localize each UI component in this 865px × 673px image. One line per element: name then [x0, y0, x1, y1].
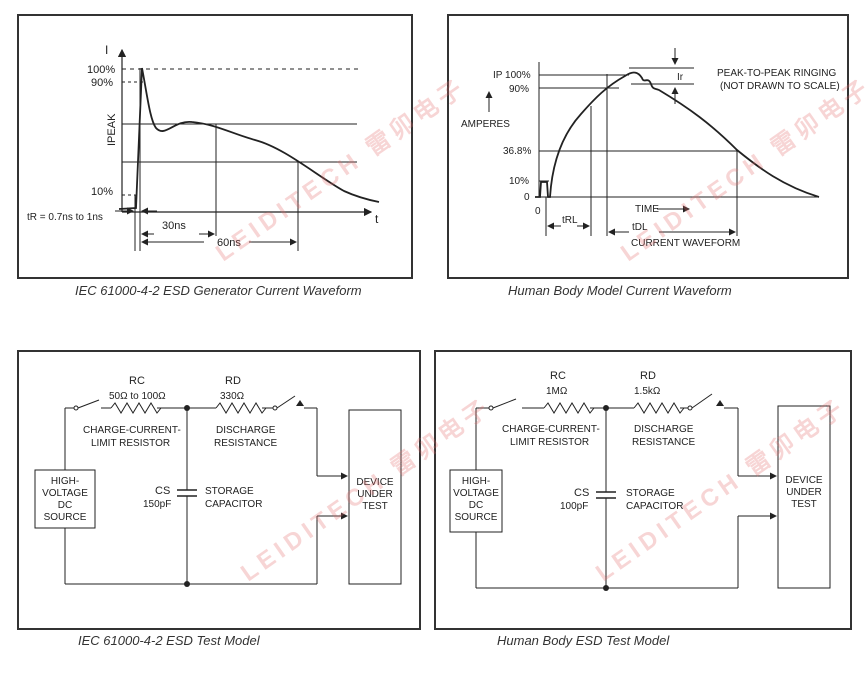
esd-current-curve	[118, 67, 380, 210]
rc-label: RC	[129, 375, 145, 387]
level-100: 100%	[87, 64, 115, 76]
level-90: 90%	[91, 77, 113, 89]
dut-line-2: UNDER	[786, 487, 822, 498]
storage-label-1: STORAGE	[626, 488, 675, 499]
discharge-label-1: DISCHARGE	[634, 424, 694, 435]
dut-line-2: UNDER	[357, 489, 393, 500]
hbm-waveform-caption: Human Body Model Current Waveform	[508, 283, 732, 298]
iec-waveform-diagram: I t 100% 90% 10% IPEAK tR = 0.7ns to 1ns…	[27, 43, 380, 251]
ip100-label: IP 100%	[493, 70, 531, 81]
cs-value: 150pF	[143, 499, 171, 510]
rd-label: RD	[225, 375, 241, 387]
cs-label: CS	[574, 487, 589, 499]
charge-label-1: CHARGE-CURRENT-	[83, 425, 181, 436]
trl-label: tRL	[562, 215, 578, 226]
cs-label: CS	[155, 485, 170, 497]
dut-box	[777, 405, 831, 589]
source-line-3: DC	[58, 500, 72, 511]
dut-line-1: DEVICE	[785, 475, 823, 486]
zero-y-label: 0	[524, 192, 530, 203]
discharge-label-2: RESISTANCE	[214, 438, 277, 449]
source-line-3: DC	[469, 500, 483, 511]
tdl-label: tDL	[632, 222, 648, 233]
rd-label: RD	[640, 370, 656, 382]
hv-source-box	[449, 469, 503, 533]
rc-value: 1MΩ	[546, 386, 568, 397]
ringing-label-2: (NOT DRAWN TO SCALE)	[720, 81, 840, 92]
storage-label-1: STORAGE	[205, 486, 254, 497]
rc-label: RC	[550, 370, 566, 382]
amperes-label: AMPERES	[461, 119, 510, 130]
rd-value: 330Ω	[220, 391, 245, 402]
y-axis-label: I	[105, 43, 108, 57]
source-line-2: VOLTAGE	[42, 488, 88, 499]
rise-time-label: tR = 0.7ns to 1ns	[27, 212, 103, 223]
p36-label: 36.8%	[503, 146, 531, 157]
rd-value: 1.5kΩ	[634, 386, 661, 397]
dut-box	[348, 409, 402, 585]
dut-line-1: DEVICE	[356, 477, 394, 488]
rc-resistor	[110, 402, 162, 414]
ipeak-label: IPEAK	[106, 113, 118, 146]
rd-resistor	[215, 402, 267, 414]
t60-label: 60ns	[217, 237, 241, 249]
current-waveform-label: CURRENT WAVEFORM	[631, 238, 740, 249]
charge-label-1: CHARGE-CURRENT-	[502, 424, 600, 435]
discharge-label-2: RESISTANCE	[632, 437, 695, 448]
source-line-4: SOURCE	[44, 512, 87, 523]
t30-label: 30ns	[162, 220, 186, 232]
storage-label-2: CAPACITOR	[205, 499, 262, 510]
iec-waveform-panel: I t 100% 90% 10% IPEAK tR = 0.7ns to 1ns…	[17, 14, 413, 279]
hbm-model-diagram: HIGH- VOLTAGE DC SOURCE DEVICE UNDER TES…	[449, 370, 831, 591]
source-line-4: SOURCE	[455, 512, 498, 523]
p10-label: 10%	[509, 176, 529, 187]
source-line-1: HIGH-	[51, 476, 79, 487]
dut-line-3: TEST	[362, 501, 388, 512]
hv-source-box	[34, 469, 96, 529]
rc-resistor	[543, 402, 595, 414]
zero-x-label: 0	[535, 206, 541, 217]
ir-label: Ir	[677, 72, 684, 83]
source-line-2: VOLTAGE	[453, 488, 499, 499]
hbm-waveform-diagram: IP 100% 90% 36.8% 10% 0 0 AMPERES Ir PEA…	[461, 48, 840, 249]
hbm-current-curve	[535, 71, 820, 198]
iec-waveform-caption: IEC 61000-4-2 ESD Generator Current Wave…	[75, 283, 362, 298]
source-line-1: HIGH-	[462, 476, 490, 487]
iec-model-diagram: HIGH- VOLTAGE DC SOURCE DEVICE UNDER TES…	[34, 375, 402, 587]
charge-label-2: LIMIT RESISTOR	[510, 437, 589, 448]
p90-label: 90%	[509, 84, 529, 95]
level-10: 10%	[91, 186, 113, 198]
iec-model-caption: IEC 61000-4-2 ESD Test Model	[78, 633, 260, 648]
x-axis-label: t	[375, 212, 379, 226]
charge-label-2: LIMIT RESISTOR	[91, 438, 170, 449]
rc-value: 50Ω to 100Ω	[109, 391, 166, 402]
hbm-waveform-panel: IP 100% 90% 36.8% 10% 0 0 AMPERES Ir PEA…	[447, 14, 849, 279]
storage-label-2: CAPACITOR	[626, 501, 683, 512]
discharge-label-1: DISCHARGE	[216, 425, 276, 436]
rd-resistor	[633, 402, 685, 414]
dut-line-3: TEST	[791, 499, 817, 510]
hbm-model-caption: Human Body ESD Test Model	[497, 633, 670, 648]
cs-value: 100pF	[560, 501, 588, 512]
iec-model-panel: HIGH- VOLTAGE DC SOURCE DEVICE UNDER TES…	[17, 350, 421, 630]
time-label: TIME	[635, 204, 659, 215]
hbm-model-panel: HIGH- VOLTAGE DC SOURCE DEVICE UNDER TES…	[434, 350, 852, 630]
ringing-label-1: PEAK-TO-PEAK RINGING	[717, 68, 837, 79]
